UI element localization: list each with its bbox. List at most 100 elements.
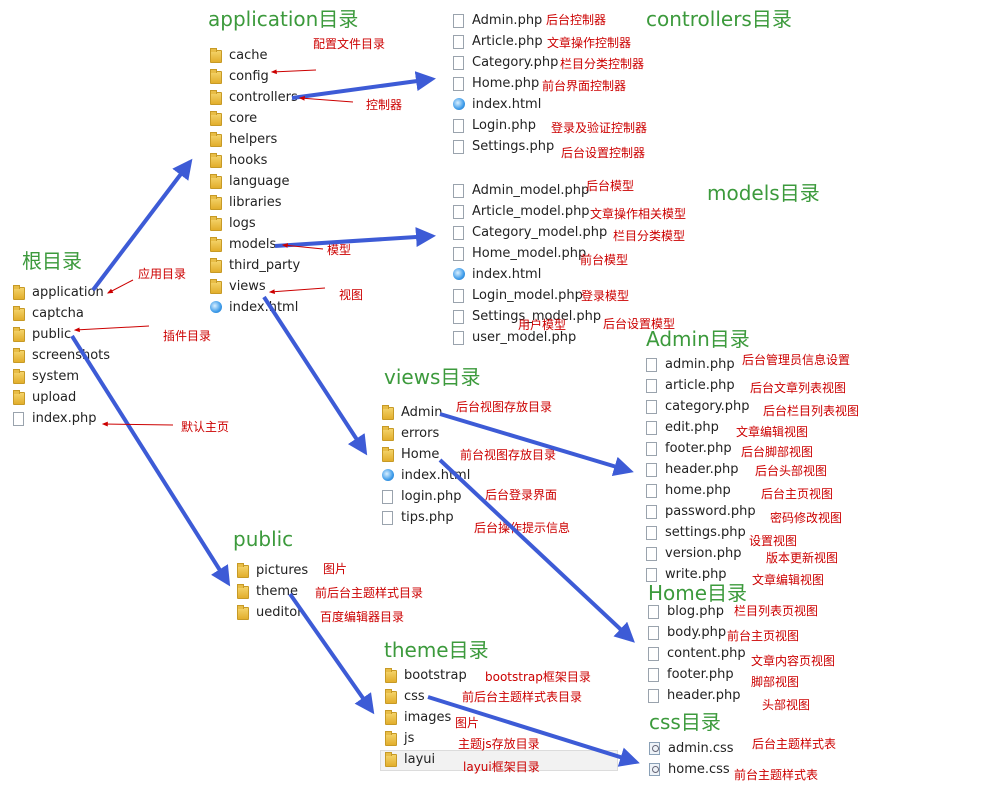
list-item[interactable]: Home_model.php <box>453 243 607 264</box>
list-item[interactable]: Login_model.php <box>453 285 607 306</box>
folder-icon <box>210 216 222 231</box>
list-item[interactable]: index.html <box>453 94 558 115</box>
list-item[interactable]: user_model.php <box>453 327 607 348</box>
list-item[interactable]: screenshots <box>13 345 110 366</box>
list-item[interactable]: header.php <box>648 685 746 706</box>
list-item[interactable]: system <box>13 366 110 387</box>
list-item[interactable]: content.php <box>648 643 746 664</box>
list-item[interactable]: home.php <box>646 480 756 501</box>
file-icon <box>646 463 657 477</box>
item-label: content.php <box>667 646 746 661</box>
list-item[interactable]: footer.php <box>648 664 746 685</box>
list-item[interactable]: css <box>385 686 467 707</box>
annotation: 配置文件目录 <box>313 37 386 51</box>
arrow-css-to-list <box>427 695 640 767</box>
list-item[interactable]: header.php <box>646 459 756 480</box>
list-item[interactable]: libraries <box>210 192 300 213</box>
file-icon <box>382 511 393 525</box>
list-item[interactable]: home.css <box>649 759 734 780</box>
list-item[interactable]: hooks <box>210 150 300 171</box>
file-icon <box>646 442 657 456</box>
list-item[interactable]: edit.php <box>646 417 756 438</box>
list-item[interactable]: third_party <box>210 255 300 276</box>
list-item[interactable]: Settings_model.php <box>453 306 607 327</box>
list-item[interactable]: article.php <box>646 375 756 396</box>
item-label: body.php <box>667 625 727 640</box>
list-item[interactable]: body.php <box>648 622 746 643</box>
list-item[interactable]: upload <box>13 387 110 408</box>
annotation: 栏目列表页视图 <box>734 604 819 618</box>
list-item[interactable]: public <box>13 324 110 345</box>
list-item[interactable]: index.html <box>453 264 607 285</box>
list-item[interactable]: bootstrap <box>385 665 467 686</box>
item-label: Category_model.php <box>472 225 608 240</box>
list-item[interactable]: core <box>210 108 300 129</box>
file-icon <box>453 205 464 219</box>
list-item[interactable]: Category.php <box>453 52 558 73</box>
item-label: tips.php <box>401 510 454 525</box>
file-icon <box>453 184 464 198</box>
list-item[interactable]: images <box>385 707 467 728</box>
list-item[interactable]: Home <box>382 444 470 465</box>
item-label: user_model.php <box>472 330 577 345</box>
item-label: controllers <box>229 90 298 105</box>
annotation: 文章编辑视图 <box>736 425 809 439</box>
list-item[interactable]: Category_model.php <box>453 222 607 243</box>
list-item[interactable]: js <box>385 728 467 749</box>
list-item[interactable]: logs <box>210 213 300 234</box>
list-item[interactable]: ueditor <box>237 602 308 623</box>
item-label: language <box>229 174 290 189</box>
item-label: index.html <box>229 300 299 315</box>
list-item[interactable]: helpers <box>210 129 300 150</box>
arrow-theme-to-list <box>288 592 375 715</box>
list-item[interactable]: footer.php <box>646 438 756 459</box>
list-item[interactable]: tips.php <box>382 507 470 528</box>
list-item[interactable]: Admin_model.php <box>453 180 607 201</box>
list-item[interactable]: models <box>210 234 300 255</box>
file-icon <box>382 490 393 504</box>
list-item[interactable]: config <box>210 66 300 87</box>
list-item[interactable]: captcha <box>13 303 110 324</box>
list-item[interactable]: layui <box>385 749 467 770</box>
annotation: 栏目分类模型 <box>613 229 686 243</box>
list-item[interactable]: controllers <box>210 87 300 108</box>
list-item[interactable]: Admin.php <box>453 10 558 31</box>
list-item[interactable]: version.php <box>646 543 756 564</box>
list-item[interactable]: category.php <box>646 396 756 417</box>
list-item[interactable]: pictures <box>237 560 308 581</box>
list-item[interactable]: Article.php <box>453 31 558 52</box>
annotation: 版本更新视图 <box>766 551 839 565</box>
list-item[interactable]: login.php <box>382 486 470 507</box>
list-item[interactable]: Article_model.php <box>453 201 607 222</box>
list-item[interactable]: Settings.php <box>453 136 558 157</box>
list-item[interactable]: application <box>13 282 110 303</box>
list-item[interactable]: errors <box>382 423 470 444</box>
list-item[interactable]: cache <box>210 45 300 66</box>
annotation: 后台操作提示信息 <box>474 521 571 535</box>
item-label: article.php <box>665 378 735 393</box>
folder-icon <box>13 327 25 342</box>
list-item[interactable]: language <box>210 171 300 192</box>
list-item[interactable]: admin.php <box>646 354 756 375</box>
list-item[interactable]: views <box>210 276 300 297</box>
file-icon <box>453 56 464 70</box>
annotation: 用户模型 <box>518 318 567 332</box>
list-item[interactable]: index.php <box>13 408 110 429</box>
item-label: errors <box>401 426 440 441</box>
list-item[interactable]: settings.php <box>646 522 756 543</box>
list-item[interactable]: Admin <box>382 402 470 423</box>
arrow-root-to-application <box>91 158 193 292</box>
list-item[interactable]: Login.php <box>453 115 558 136</box>
list-item[interactable]: Home.php <box>453 73 558 94</box>
list-item[interactable]: blog.php <box>648 601 746 622</box>
list-item[interactable]: write.php <box>646 564 756 585</box>
annotation: 前台模型 <box>580 253 629 267</box>
list-item[interactable]: theme <box>237 581 308 602</box>
list-item[interactable]: password.php <box>646 501 756 522</box>
list-item[interactable]: index.html <box>210 297 300 318</box>
annotation: 图片 <box>455 716 480 730</box>
list-item[interactable]: admin.css <box>649 738 734 759</box>
arrow-controllers-to-list <box>291 71 436 100</box>
